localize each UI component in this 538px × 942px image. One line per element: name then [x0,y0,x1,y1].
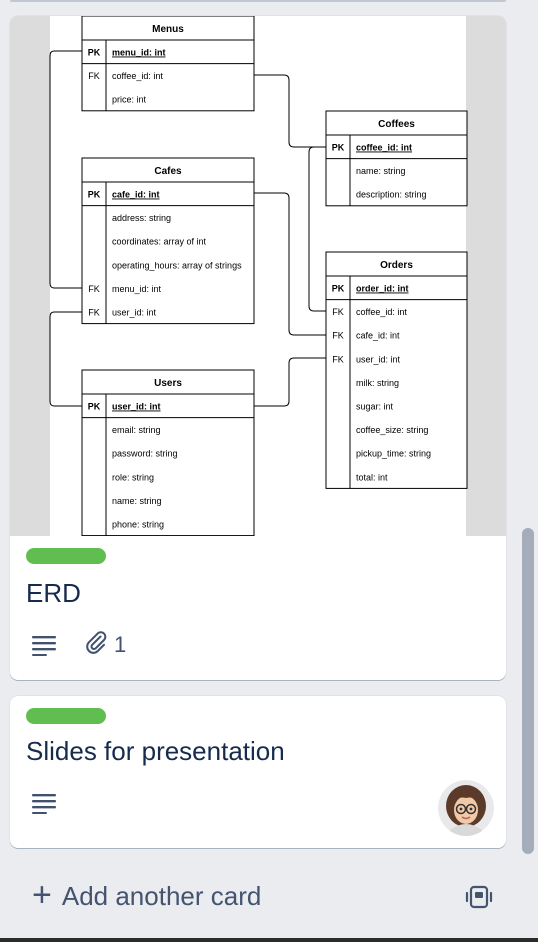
erd-key: FK [88,284,100,294]
erd-key: PK [88,402,101,412]
add-another-card-button[interactable]: + Add another card [10,864,506,928]
erd-field: address: string [112,213,171,223]
erd-key: PK [88,190,101,200]
add-card-label: Add another card [61,880,262,911]
erd-field: coordinates: array of int [112,237,207,247]
erd-field: operating_hours: array of strings [112,260,242,270]
erd-key: PK [332,284,345,294]
erd-key: FK [88,308,100,318]
erd-field: total: int [356,472,388,482]
bottom-border [0,938,538,942]
erd-field: coffee_id: int [356,307,407,317]
erd-field: sugar: int [356,402,394,412]
description-icon [32,792,56,814]
description-icon [32,634,56,656]
list-scrollbar[interactable] [518,0,538,942]
erd-table-title: Orders [380,260,413,271]
erd-key: FK [332,354,344,364]
erd-field: coffee_id: int [112,71,163,81]
erd-field: pickup_time: string [356,449,431,459]
card-badges [32,792,56,814]
card-label[interactable] [26,548,106,564]
erd-field: price: int [112,95,147,105]
erd-field: coffee_size: string [356,425,428,435]
erd-field: name: string [356,166,406,176]
erd-relationship-line [49,311,82,407]
card-slides-for-presentation[interactable]: Slides for presentation [10,696,506,848]
erd-field: user_id: int [112,308,157,318]
erd-relationship-line [254,192,326,336]
erd-table-title: Cafes [154,166,182,177]
erd-key: FK [332,331,344,341]
erd-key: PK [88,48,101,58]
erd-field: role: string [112,472,154,482]
paperclip-icon [84,630,108,660]
attachment-count: 1 [114,632,127,657]
erd-field: order_id: int [356,284,409,294]
erd-field: phone: string [112,520,164,530]
erd-field: user_id: int [356,354,401,364]
card-title: Slides for presentation [26,736,285,766]
erd-relationship-line [49,50,82,289]
erd-field: password: string [112,449,178,459]
erd-field: cafe_id: int [356,331,400,341]
member-avatar[interactable] [438,780,494,836]
erd-relationship-line [254,74,326,148]
previous-card-edge [10,0,506,2]
erd-table-title: Menus [152,24,184,35]
card-badges: 1 [32,630,126,660]
erd-field: name: string [112,496,162,506]
card-label[interactable] [26,708,106,724]
attachment-badge: 1 [84,630,126,660]
erd-key: FK [332,307,344,317]
erd-field: description: string [356,190,427,200]
erd-field: user_id: int [112,402,161,412]
erd-key: FK [88,71,100,81]
erd-relationship-line [254,357,326,407]
erd-table-title: Coffees [378,119,415,130]
erd-table-title: Users [154,378,182,389]
card-title: ERD [26,578,81,608]
scrollbar-thumb[interactable] [522,528,534,854]
erd-field: menu_id: int [112,48,166,58]
erd-field: cafe_id: int [112,190,160,200]
erd-field: milk: string [356,378,399,388]
erd-field: menu_id: int [112,284,162,294]
erd-field: coffee_id: int [356,143,412,153]
card-template-icon[interactable] [462,880,496,914]
plus-icon: + [32,875,52,914]
erd-relationship-line [308,146,326,312]
erd-key: PK [332,143,345,153]
erd-field: email: string [112,425,161,435]
